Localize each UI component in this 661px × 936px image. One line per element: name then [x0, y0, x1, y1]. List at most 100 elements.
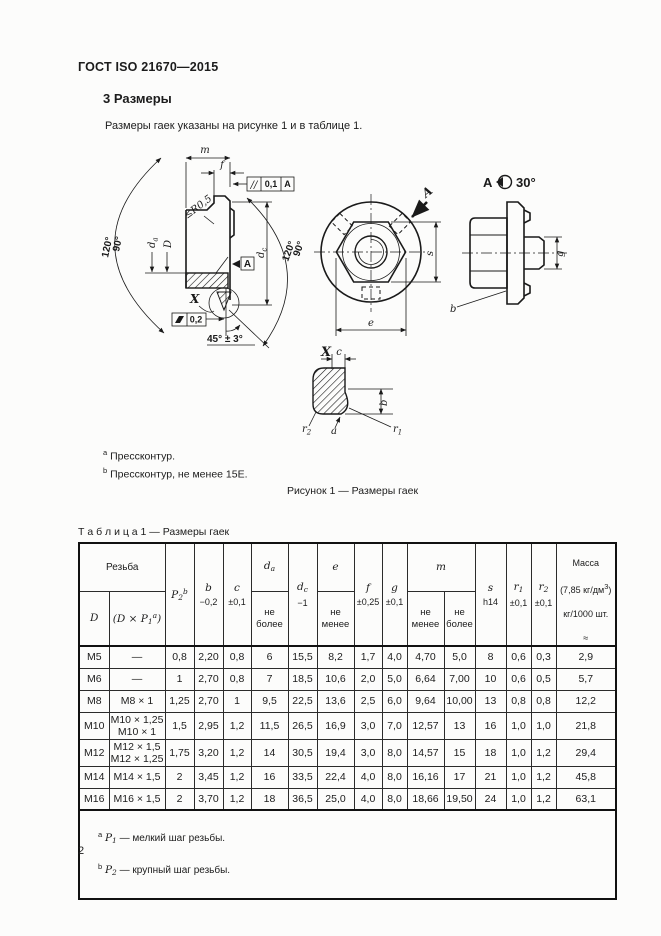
- table-cell: 1,7: [353, 645, 383, 669]
- table-cell: 5,7: [555, 667, 617, 691]
- table-cell: 1,2: [222, 765, 252, 789]
- table-cell: 16,16: [406, 765, 445, 789]
- table-cell: 3,20: [193, 738, 224, 767]
- table-cell: 18,66: [406, 787, 445, 811]
- table-cell: 1: [222, 689, 252, 713]
- table-cell: M12 × 1,5 M12 × 1,25: [108, 738, 166, 767]
- table-cell: 4,0: [381, 645, 408, 669]
- intro-paragraph: Размеры гаек указаны на рисунке 1 и в та…: [105, 120, 363, 132]
- detail-x-label: X: [189, 292, 200, 306]
- col-thread-group: Резьба: [78, 542, 166, 593]
- table-footer: a P1 — мелкий шаг резьбы. b P2 — крупный…: [78, 809, 617, 900]
- dim-label-m: m: [200, 145, 209, 156]
- table-cell: M8: [78, 689, 110, 713]
- table-cell: 15: [443, 738, 476, 767]
- dim-label-D: D: [163, 240, 174, 249]
- parallel-value: 0,1: [265, 179, 278, 189]
- left-angle-90: 90°: [111, 236, 125, 253]
- table-cell: 7: [250, 667, 289, 691]
- col-d: D: [78, 591, 110, 647]
- nut-outline: [186, 195, 231, 300]
- detail-hatch-triangle: [216, 291, 232, 312]
- ref-label-a: a: [331, 426, 337, 437]
- table-cell: 10: [474, 667, 507, 691]
- dimensions-table: Резьба P2b b−0,2 c±0,1 da dc−1 e f±0,25 …: [78, 542, 617, 900]
- table-cell: 1,2: [222, 787, 252, 811]
- table-cell: 14,57: [406, 738, 445, 767]
- view-arrow-a-label: A: [418, 184, 435, 201]
- table-cell: 2,70: [193, 667, 224, 691]
- table-cell: 12,57: [406, 711, 445, 740]
- table-cell: 24: [474, 787, 507, 811]
- table-cell: 7,00: [443, 667, 476, 691]
- left-angle-120: 120°: [100, 236, 115, 259]
- figure-caption: Рисунок 1 — Размеры гаек: [286, 485, 419, 497]
- table-cell: M8 × 1: [108, 689, 166, 713]
- table-cell: 1,2: [222, 711, 252, 740]
- table-cell: 0,8: [530, 689, 557, 713]
- dim-label-c: c: [336, 347, 342, 358]
- table-cell: 33,5: [287, 765, 318, 789]
- table-cell: 0,5: [530, 667, 557, 691]
- table-cell: 0,8: [222, 645, 252, 669]
- table-cell: M6: [78, 667, 110, 691]
- table-cell: 0,8: [222, 667, 252, 691]
- table-cell: 6: [250, 645, 289, 669]
- left-cone-arc: [114, 157, 165, 334]
- table-cell: 6,64: [406, 667, 445, 691]
- col-m-min-note: не менее: [406, 591, 445, 647]
- table-cell: 1,0: [505, 765, 532, 789]
- dim-label-f: f: [219, 160, 226, 171]
- table-cell: 45,8: [555, 765, 617, 789]
- top-projection-tab: [523, 209, 531, 224]
- table-cell: 13,6: [316, 689, 355, 713]
- col-r1: r1±0,1: [505, 542, 532, 647]
- table-cell: 10,6: [316, 667, 355, 691]
- table-cell: 13: [443, 711, 476, 740]
- table-cell: 22,4: [316, 765, 355, 789]
- table-cell: 63,1: [555, 787, 617, 811]
- table-cell: 1: [164, 667, 195, 691]
- page-number: 2: [78, 845, 85, 857]
- section-view: m f // 0,1 A ≤R0,5: [100, 145, 307, 349]
- figure-1-drawing: m f // 0,1 A ≤R0,5: [100, 145, 567, 437]
- table-cell: 1,2: [530, 738, 557, 767]
- table-cell: —: [108, 667, 166, 691]
- table-header: Резьба P2b b−0,2 c±0,1 da dc−1 e f±0,25 …: [78, 542, 617, 647]
- doc-number: ГОСТ ISO 21670—2015: [78, 60, 219, 74]
- col-da-note: не более: [250, 591, 289, 647]
- table-cell: M16: [78, 787, 110, 811]
- table-cell: 1,2: [222, 738, 252, 767]
- table-cell: 8,0: [381, 765, 408, 789]
- figure-1: m f // 0,1 A ≤R0,5: [95, 140, 656, 445]
- angle-45-label: 45° ± 3°: [207, 334, 243, 345]
- table-cell: 2: [164, 765, 195, 789]
- detail-x-title: X: [320, 345, 332, 360]
- table-cell: 18,5: [287, 667, 318, 691]
- table-cell: 22,5: [287, 689, 318, 713]
- table-cell: 11,5: [250, 711, 289, 740]
- col-mass: Масса (7,85 кг/дм3) кг/1000 шт. ≈: [555, 542, 617, 647]
- col-dxp: (D × P1a): [108, 591, 166, 647]
- dim-label-g: g: [555, 251, 566, 257]
- projection-bump: [229, 207, 235, 239]
- rotated-view-note: A 30°: [483, 174, 536, 190]
- table-cell: 3,0: [353, 738, 383, 767]
- table-cell: M5: [78, 645, 110, 669]
- hex-body-side: [469, 217, 508, 289]
- table-cell: 9,64: [406, 689, 445, 713]
- col-f: f±0,25: [353, 542, 383, 647]
- table-cell: 8,0: [381, 787, 408, 811]
- table-cell: M10 × 1,25 M10 × 1: [108, 711, 166, 740]
- table-cell: —: [108, 645, 166, 669]
- flange-side: [506, 201, 525, 305]
- right-cone-arc: [246, 197, 288, 347]
- table-cell: 21: [474, 765, 507, 789]
